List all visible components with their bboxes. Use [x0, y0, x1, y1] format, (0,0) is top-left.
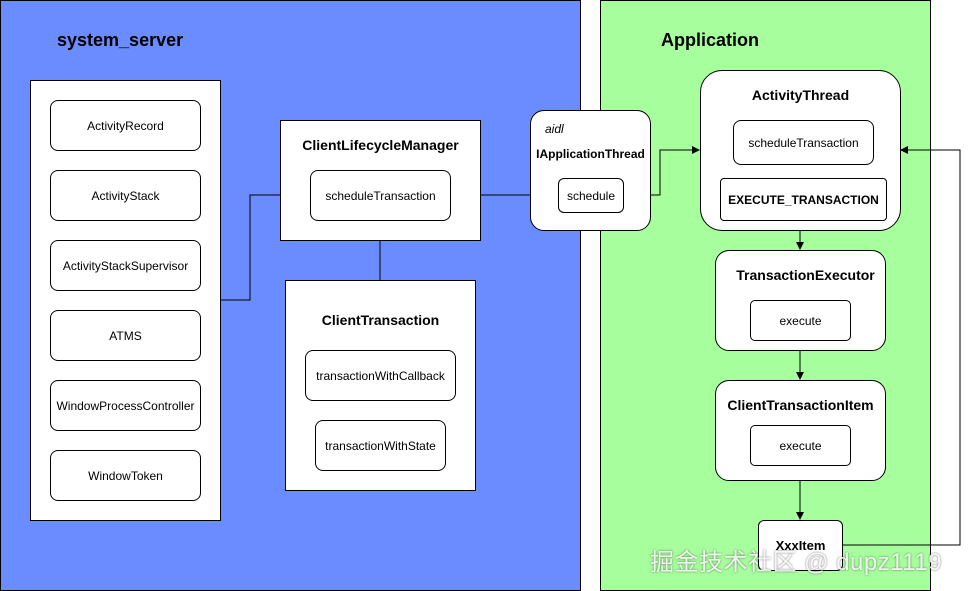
aidl-tag: aidl: [545, 122, 564, 136]
activity-stack-box: ActivityStack: [50, 170, 201, 221]
transaction-executor-title: TransactionExecutor: [736, 267, 875, 283]
schedule-method: schedule: [558, 178, 624, 213]
client-transaction-item-execute: execute: [750, 425, 851, 466]
xxx-item-title: XxxItem: [775, 538, 826, 553]
activity-thread-schedule-transaction: scheduleTransaction: [733, 120, 874, 165]
system-server-title: system_server: [57, 30, 184, 50]
transaction-with-state-method: transactionWithState: [315, 420, 446, 471]
atms-box: ATMS: [50, 310, 201, 361]
execute-transaction-message: EXECUTE_TRANSACTION: [720, 178, 887, 221]
activity-record-box: ActivityRecord: [50, 100, 201, 151]
activity-stack-supervisor-box: ActivityStackSupervisor: [50, 240, 201, 291]
system-components-panel: [30, 80, 221, 521]
arrow-components-to-schedule: [220, 191, 310, 301]
arrow-xxxitem-loop-back: [842, 146, 961, 546]
transaction-executor-execute: execute: [750, 300, 851, 341]
client-lifecycle-manager-title: ClientLifecycleManager: [302, 137, 459, 153]
xxx-item-box: XxxItem: [758, 520, 843, 571]
application-title: Application: [661, 30, 759, 50]
iapplication-thread-title: IApplicationThread: [536, 147, 645, 161]
window-token-box: WindowToken: [50, 450, 201, 501]
watermark: 掘金技术社区 @ dupz1119: [650, 549, 943, 576]
window-process-controller-box: WindowProcessController: [50, 380, 201, 431]
client-transaction-item-title: ClientTransactionItem: [727, 397, 874, 413]
client-transaction-title: ClientTransaction: [321, 312, 440, 328]
transaction-with-callback-method: transactionWithCallback: [305, 350, 456, 401]
schedule-transaction-method: scheduleTransaction: [310, 170, 451, 221]
activity-thread-title: ActivityThread: [751, 87, 850, 103]
